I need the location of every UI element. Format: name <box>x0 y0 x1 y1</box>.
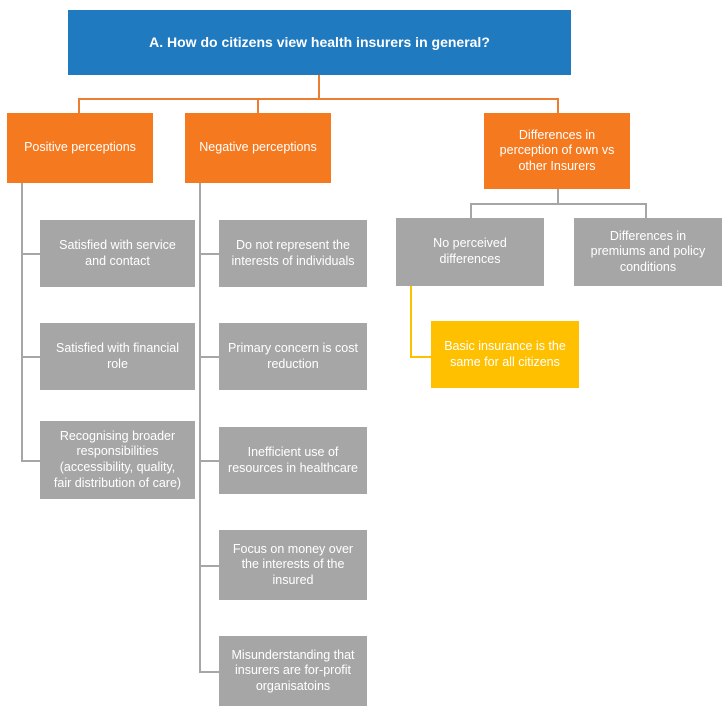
leaf-node-negative-3[interactable]: Inefficient use of resources in healthca… <box>219 427 367 494</box>
connector-no-perceived-spine <box>410 286 412 357</box>
connector-root-to-negative <box>257 98 259 113</box>
connector-positive-stub-3 <box>21 460 41 462</box>
connector-differences-to-no-perceived <box>470 203 472 218</box>
leaf-node-positive-2[interactable]: Satisfied with financial role <box>40 323 195 390</box>
connector-no-perceived-stub <box>410 356 432 358</box>
connector-root-to-differences <box>557 98 559 113</box>
connector-negative-stub-3 <box>199 460 220 462</box>
connector-negative-spine <box>199 183 201 672</box>
connector-root-bus <box>78 98 559 100</box>
connector-negative-stub-1 <box>199 253 220 255</box>
connector-differences-bus <box>470 203 646 205</box>
connector-differences-stem <box>557 189 559 203</box>
branch-node-differences-in-perception[interactable]: Differences in perception of own vs othe… <box>484 113 630 189</box>
connector-negative-stub-5 <box>199 671 220 673</box>
leaf-node-positive-1[interactable]: Satisfied with service and contact <box>40 220 195 287</box>
leaf-node-negative-2[interactable]: Primary concern is cost reduction <box>219 323 367 390</box>
leaf-node-no-perceived-differences[interactable]: No perceived differences <box>396 218 544 286</box>
connector-positive-spine <box>21 183 23 462</box>
leaf-node-negative-5[interactable]: Misunderstanding that insurers are for-p… <box>219 636 367 706</box>
leaf-node-positive-3[interactable]: Recognising broader responsibilities (ac… <box>40 421 195 499</box>
branch-node-negative-perceptions[interactable]: Negative perceptions <box>185 113 331 183</box>
leaf-node-premiums-and-policy-conditions[interactable]: Differences in premiums and policy condi… <box>574 218 722 286</box>
connector-positive-stub-2 <box>21 356 41 358</box>
connector-root-stem <box>318 75 320 98</box>
connector-positive-stub-1 <box>21 253 41 255</box>
connector-negative-stub-2 <box>199 356 220 358</box>
connector-differences-to-premiums <box>645 203 647 218</box>
root-node-question[interactable]: A. How do citizens view health insurers … <box>68 10 571 75</box>
connector-negative-stub-4 <box>199 565 220 567</box>
branch-node-positive-perceptions[interactable]: Positive perceptions <box>7 113 153 183</box>
leaf-node-negative-4[interactable]: Focus on money over the interests of the… <box>219 530 367 600</box>
connector-root-to-positive <box>78 98 80 113</box>
sub-node-basic-insurance-same-for-all[interactable]: Basic insurance is the same for all citi… <box>431 321 579 388</box>
leaf-node-negative-1[interactable]: Do not represent the interests of indivi… <box>219 220 367 287</box>
